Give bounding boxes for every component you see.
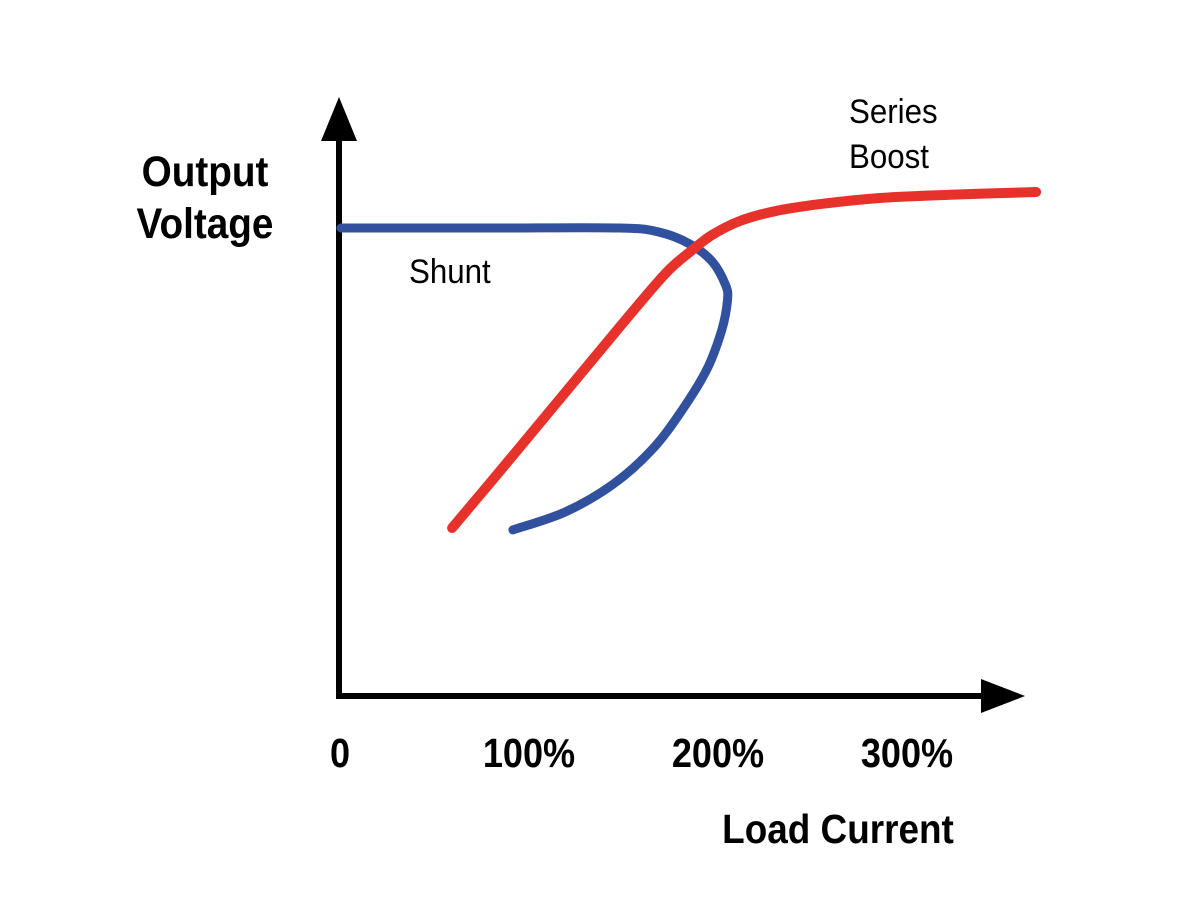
y-axis-title: Output Voltage — [136, 148, 274, 249]
x-tick-200: 200% — [671, 730, 765, 776]
annotation-series-boost-curve-label: Series Boost — [849, 93, 938, 176]
curve-shunt — [336, 223, 733, 535]
x-axis-title: Load Current — [722, 806, 954, 852]
x-tick-300: 300% — [860, 730, 954, 776]
x-tick-100: 100% — [482, 730, 576, 776]
curve-series-boost — [447, 187, 1042, 533]
x-tick-0: 0 — [329, 730, 351, 776]
annotation-shunt-curve-label: Shunt — [409, 253, 491, 291]
